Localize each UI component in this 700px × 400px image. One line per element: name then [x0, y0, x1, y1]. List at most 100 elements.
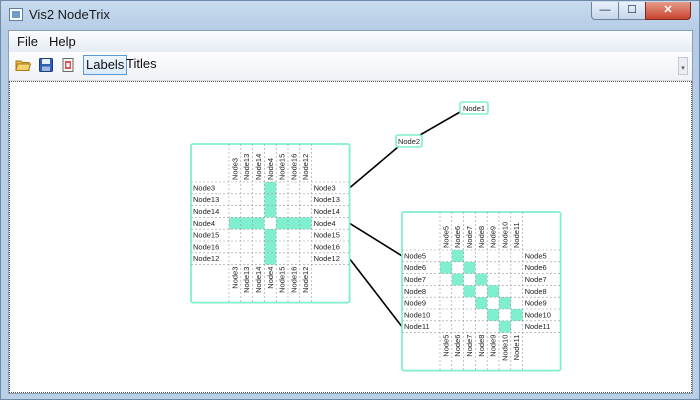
menu-bar: File Help	[9, 31, 692, 53]
matrix-row-label: Node4	[193, 219, 215, 228]
matrix-cell	[264, 182, 277, 194]
matrix-cell	[229, 217, 241, 230]
matrix-row-label: Node11	[525, 322, 551, 331]
matrix-col-label: Node3	[230, 267, 239, 289]
matrix-cell	[288, 217, 300, 230]
matrix-row-label: Node16	[193, 242, 219, 251]
matrix-cell	[463, 261, 476, 274]
close-button[interactable]: ✕	[645, 2, 691, 20]
matrix-cell	[240, 217, 253, 230]
matrix-cell	[463, 285, 476, 298]
matrix-col-label: Node15	[278, 267, 287, 293]
node-box-node1[interactable]	[459, 101, 489, 115]
maximize-button[interactable]: ☐	[618, 2, 646, 20]
matrix-row-label: Node8	[525, 287, 547, 296]
graph-edge	[419, 111, 461, 136]
matrix-cell	[510, 309, 523, 321]
matrix-cell	[487, 285, 499, 298]
matrix-col-label: Node11	[512, 222, 521, 248]
matrix-row-label: Node5	[525, 251, 547, 260]
matrix-col-label: Node9	[489, 335, 498, 357]
matrix-row-label: Node7	[525, 275, 547, 284]
matrix-row-label: Node15	[314, 231, 340, 240]
titles-toggle[interactable]: Titles	[126, 56, 157, 71]
matrix-cell	[264, 241, 277, 253]
matrix-cell	[252, 217, 265, 230]
matrix-row-label: Node12	[314, 254, 340, 263]
title-bar[interactable]: Vis2 NodeTrix — ☐ ✕	[1, 1, 699, 29]
matrix-col-label: Node8	[477, 226, 486, 248]
node-box-node2[interactable]	[395, 134, 423, 148]
matrix-cell	[487, 309, 499, 321]
toolbar-overflow-icon[interactable]: ▾	[678, 57, 688, 75]
matrix-frame[interactable]	[190, 143, 351, 304]
matrix-col-label: Node6	[453, 335, 462, 357]
matrix-col-label: Node4	[266, 267, 275, 289]
matrix-frame[interactable]	[401, 211, 562, 372]
open-folder-icon[interactable]	[15, 57, 31, 73]
graph-edge	[349, 146, 399, 189]
export-icon[interactable]	[60, 57, 76, 73]
matrix-row-label: Node10	[525, 310, 551, 319]
matrix-cell	[475, 273, 488, 286]
matrix-row-label: Node8	[404, 287, 426, 296]
matrix-col-label: Node3	[230, 158, 239, 180]
menu-help[interactable]: Help	[49, 34, 76, 49]
matrix-row-label: Node5	[404, 251, 426, 260]
matrix-row-label: Node3	[314, 183, 336, 192]
matrix-cell	[451, 250, 464, 262]
matrix-cell	[264, 252, 277, 265]
matrix-cell	[264, 193, 277, 206]
matrix-row-label: Node6	[525, 263, 547, 272]
matrix-col-label: Node11	[512, 335, 521, 361]
matrix-cell	[451, 273, 464, 286]
matrix-col-label: Node13	[242, 154, 251, 180]
matrix-cell	[475, 297, 488, 309]
window-title: Vis2 NodeTrix	[29, 7, 110, 22]
matrix-cell	[440, 261, 452, 274]
matrix-col-label: Node14	[254, 154, 263, 180]
matrix-col-label: Node15	[278, 154, 287, 180]
matrix-row-label: Node9	[404, 299, 426, 308]
matrix-row-label: Node10	[404, 310, 430, 319]
labels-toggle[interactable]: Labels	[83, 55, 128, 75]
matrix-cell	[299, 217, 312, 230]
node-label-node1: Node1	[463, 104, 485, 113]
matrix-col-label: Node10	[500, 222, 509, 248]
app-icon[interactable]	[9, 8, 23, 21]
graph-edge	[348, 258, 403, 328]
matrix-col-label: Node7	[465, 226, 474, 248]
matrix-row-label: Node6	[404, 263, 426, 272]
matrix-cell	[499, 297, 511, 309]
matrix-row-label: Node11	[404, 322, 430, 331]
matrix-row-label: Node13	[314, 195, 340, 204]
toolbar: Labels Titles ▾	[9, 52, 692, 81]
menu-file[interactable]: File	[17, 34, 38, 49]
matrix-row-label: Node9	[525, 299, 547, 308]
matrix-col-label: Node12	[301, 267, 310, 293]
matrix-col-label: Node7	[465, 335, 474, 357]
matrix-cell	[276, 217, 288, 230]
matrix-col-label: Node13	[242, 267, 251, 293]
matrix-col-label: Node8	[477, 335, 486, 357]
matrix-col-label: Node6	[453, 226, 462, 248]
matrix-cell	[264, 205, 277, 218]
matrix-col-label: Node10	[500, 335, 509, 361]
matrix-row-label: Node13	[193, 195, 219, 204]
save-icon[interactable]	[38, 57, 54, 73]
matrix-col-label: Node12	[301, 154, 310, 180]
matrix-row-label: Node14	[193, 207, 219, 216]
matrix-row-label: Node3	[193, 183, 215, 192]
matrix-row-label: Node15	[193, 231, 219, 240]
matrix-row-label: Node4	[314, 219, 336, 228]
minimize-button[interactable]: —	[591, 2, 619, 20]
matrix-row-label: Node14	[314, 207, 340, 216]
matrix-row-label: Node12	[193, 254, 219, 263]
matrix-col-label: Node16	[289, 267, 298, 293]
